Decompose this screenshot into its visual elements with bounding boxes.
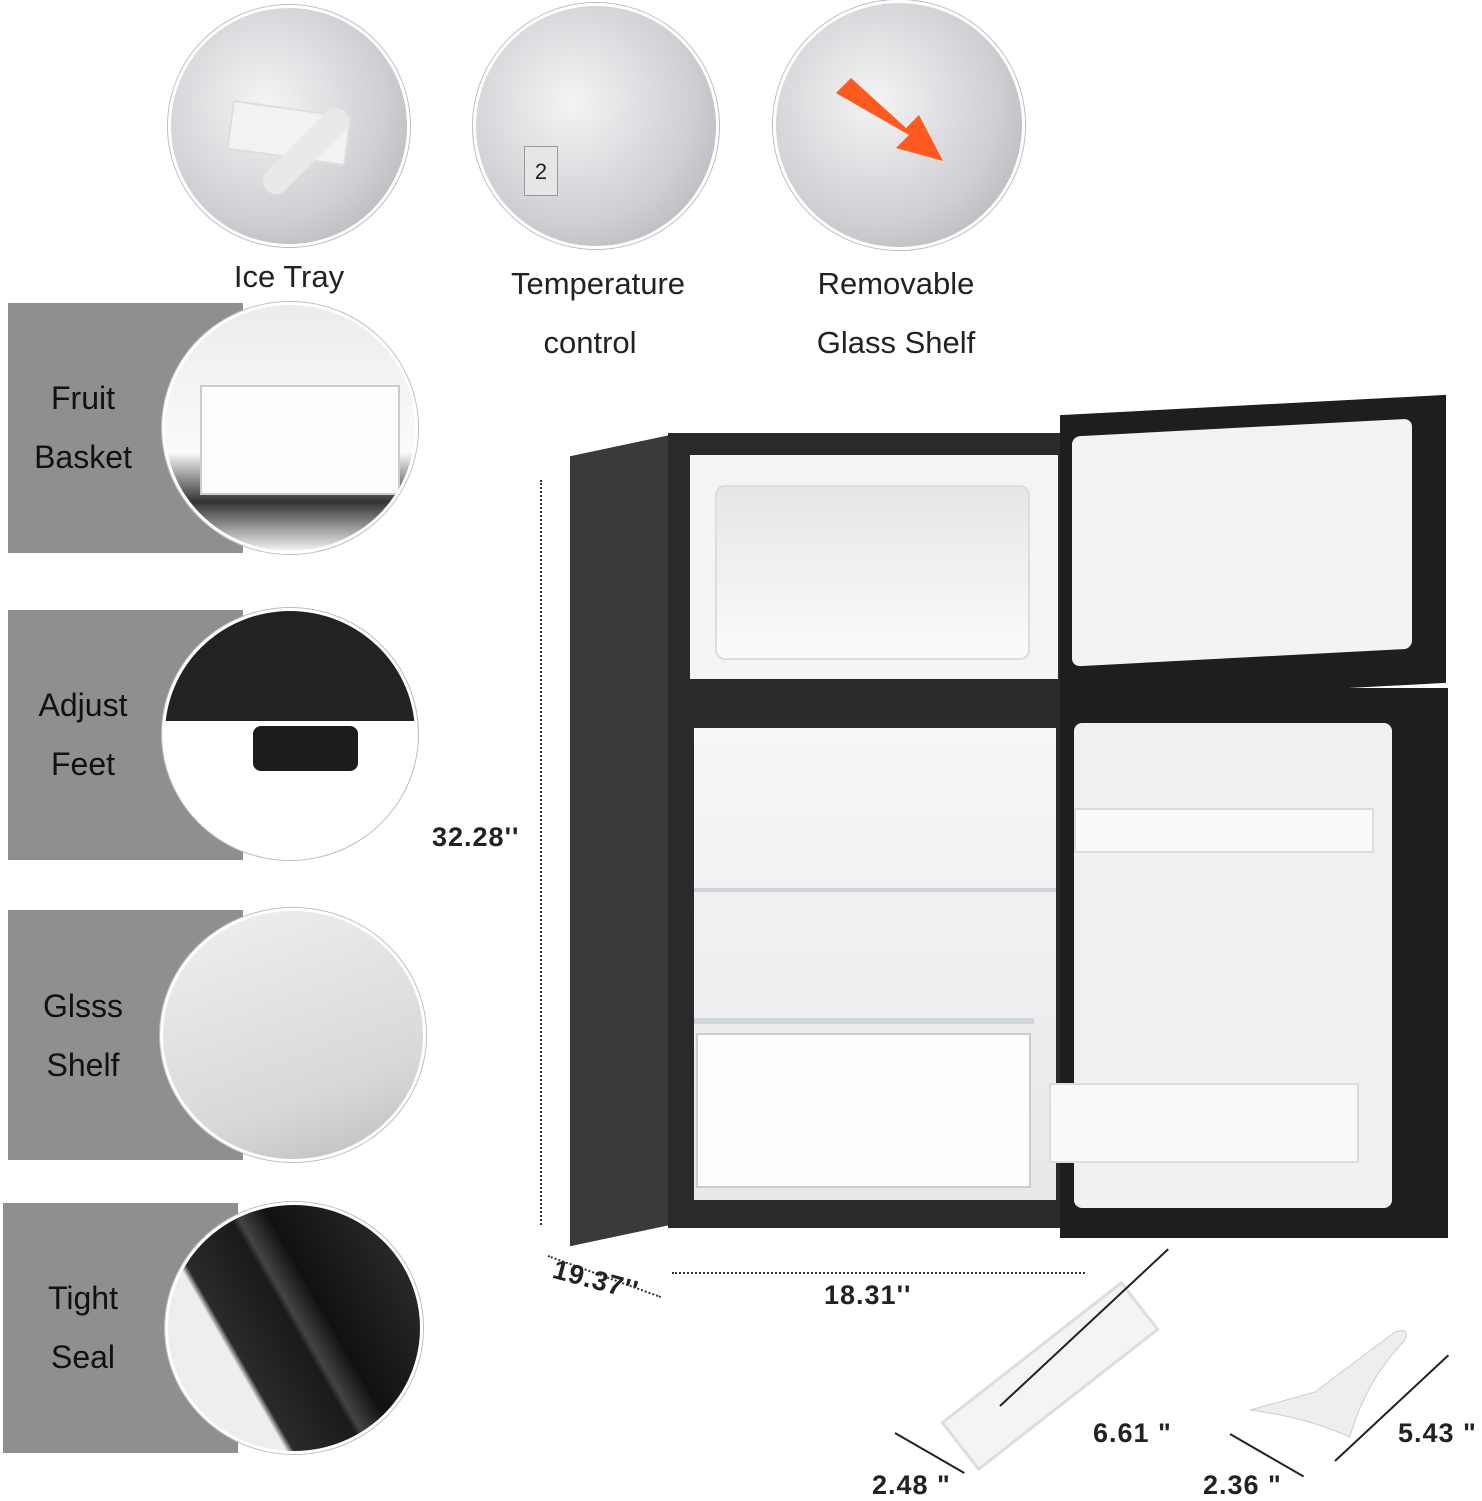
glass-shelf-photo <box>773 0 1025 250</box>
temperature-dial: 2 <box>524 146 558 196</box>
label-adjust: Adjust <box>38 687 128 723</box>
width-dimension-line <box>672 1272 1085 1274</box>
height-dimension: 32.28'' <box>432 822 520 852</box>
caption-ice-tray: Ice Tray <box>233 259 345 294</box>
caption-glass-shelf: Glass Shelf <box>816 325 976 360</box>
label-fruit: Fruit <box>51 380 115 416</box>
fridge-side <box>570 435 670 1247</box>
door-shelf <box>1074 808 1374 853</box>
adjust-feet-photo <box>162 608 418 860</box>
fruit-basket-photo <box>162 302 418 554</box>
fruit-basket <box>696 1033 1031 1188</box>
ice-tray-photo <box>168 5 410 247</box>
scraper-length: 5.43 " <box>1398 1418 1477 1448</box>
height-dimension-line <box>540 480 542 1225</box>
label-basket: Basket <box>34 439 132 475</box>
caption-removable: Removable <box>817 266 975 301</box>
label-tight: Tight <box>48 1280 118 1316</box>
temperature-control-photo: 2 <box>473 3 719 249</box>
fridge-body <box>668 433 1060 1228</box>
width-dimension: 18.31'' <box>824 1280 912 1310</box>
freezer-door[interactable] <box>1060 394 1446 704</box>
label-feet: Feet <box>50 746 116 782</box>
glass-shelf-detail-photo <box>160 908 426 1162</box>
tight-seal-photo <box>165 1202 423 1454</box>
ice-tray-width: 2.48 " <box>872 1470 951 1500</box>
depth-dimension: 19.37'' <box>549 1254 642 1306</box>
caption-temperature: Temperature <box>510 266 686 301</box>
ice-tray-length: 6.61 " <box>1093 1418 1172 1448</box>
door-bin <box>1049 1083 1359 1163</box>
arrow-down-right-icon <box>836 78 943 161</box>
fridge-compartment <box>694 728 1056 1200</box>
label-glsss: Glsss <box>43 988 123 1024</box>
glass-shelf <box>694 888 1056 892</box>
scraper-accessory <box>1249 1330 1407 1438</box>
fridge-bottom-image <box>165 611 415 721</box>
caption-control: control <box>543 325 637 360</box>
foot-icon <box>253 726 358 771</box>
label-shelf: Shelf <box>46 1047 120 1083</box>
fridge-door[interactable] <box>1049 688 1448 1238</box>
scraper-width: 2.36 " <box>1203 1470 1282 1500</box>
label-seal: Seal <box>50 1339 116 1375</box>
freezer-compartment <box>690 455 1058 679</box>
basket-image <box>200 385 400 495</box>
